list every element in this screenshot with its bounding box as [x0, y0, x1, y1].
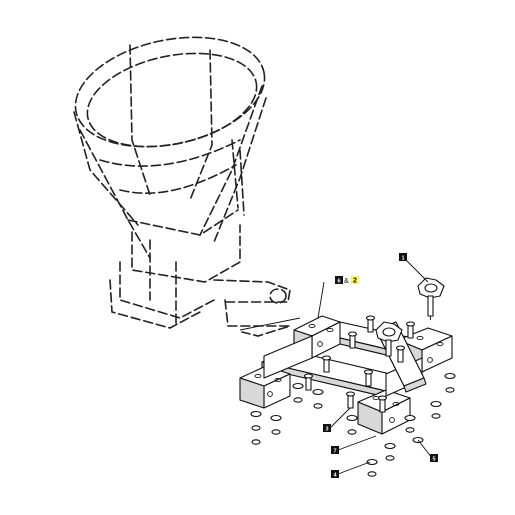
hopper-phantom-outline: [73, 36, 291, 337]
callout-3: 3: [323, 424, 331, 433]
callout-3-label: 3: [325, 427, 328, 433]
callout-4-label: 4: [333, 473, 337, 479]
callout-5-label: 5: [432, 457, 435, 463]
combo-second-label: 2: [353, 278, 357, 285]
center-knob: [375, 321, 403, 357]
callout-7: 7: [331, 446, 339, 455]
knob-part-1: [417, 277, 445, 320]
combo-joiner: &: [344, 278, 349, 285]
callout-6-and-2: 6 & 2: [335, 276, 359, 285]
callout-5: 5: [430, 454, 438, 463]
callout-7-label: 7: [333, 449, 336, 455]
carriage-bolts-part-3: [303, 315, 416, 413]
combo-first-label: 6: [337, 279, 340, 285]
callout-4: 4: [331, 470, 339, 479]
washers-and-nuts: [250, 372, 456, 477]
combo-highlight: [351, 276, 359, 284]
mounting-bracket-assembly: [239, 315, 453, 435]
leader-lines: [239, 257, 433, 475]
callout-1-label: 1: [401, 256, 404, 262]
mounting-holes: [254, 323, 444, 423]
callout-1: 1: [399, 253, 407, 262]
